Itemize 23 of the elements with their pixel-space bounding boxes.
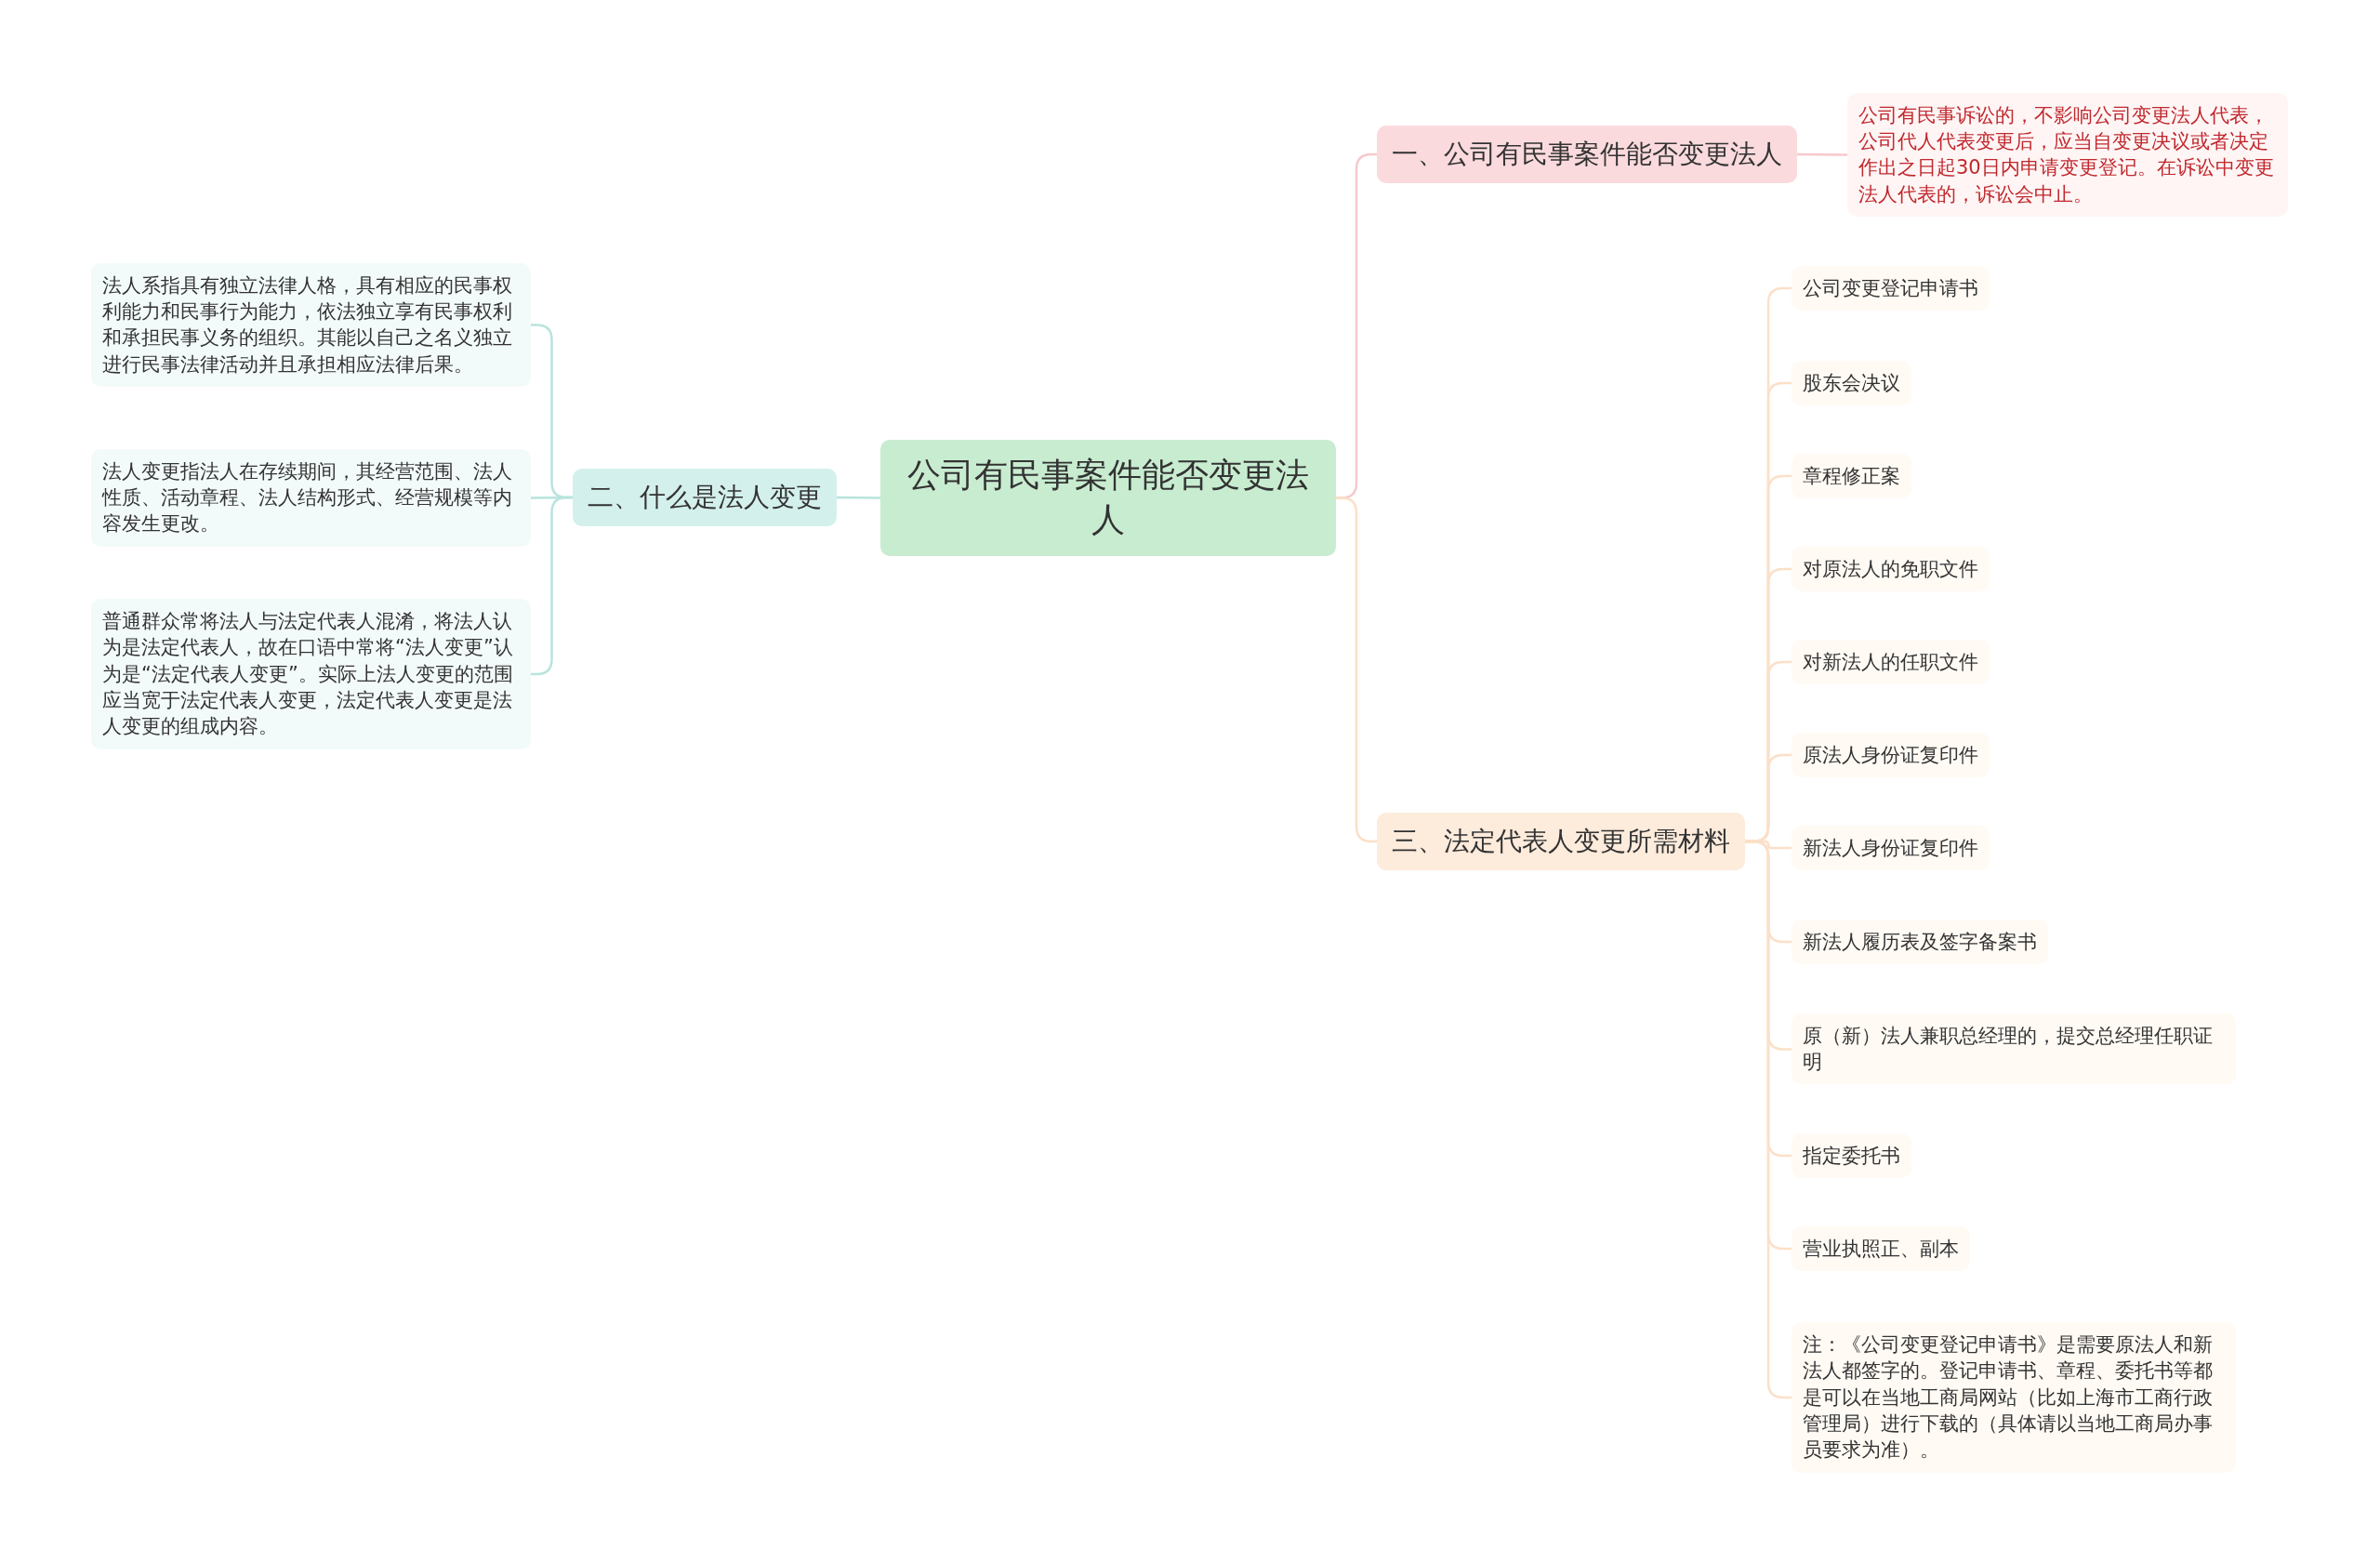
note-box: 法人变更指法人在存续期间，其经营范围、法人性质、活动章程、法人结构形式、经营规模等内容发生更改。 (91, 448, 531, 547)
item-box: 股东会决议 (1792, 361, 1911, 406)
item-box: 原法人身份证复印件 (1792, 733, 1990, 778)
item-box: 章程修正案 (1792, 454, 1911, 499)
item-box: 公司变更登记申请书 (1792, 266, 1990, 311)
item-box: 注：《公司变更登记申请书》是需要原法人和新法人都签字的。登记申请书、章程、委托书等都是可以在当地工商局网站（比如上海市工商行政管理局）进行下载的（具体请以当地工商局办事员要求为准）。 (1792, 1322, 2236, 1473)
topic-box: 三、法定代表人变更所需材料 (1377, 813, 1745, 870)
root-topic-box: 公司有民事案件能否变更法人 (880, 439, 1336, 556)
item-box: 对原法人的免职文件 (1792, 547, 1990, 592)
item-box: 营业执照正、副本 (1792, 1226, 1970, 1272)
item-box: 指定委托书 (1792, 1133, 1911, 1179)
connector (837, 496, 880, 499)
note-box: 公司有民事诉讼的，不影响公司变更法人代表，公司代人代表变更后，应当自变更决议或者决定作出之日起30日内申请变更登记。在诉讼中变更法人代表的，诉讼会中止。 (1847, 92, 2288, 217)
note-box: 法人系指具有独立法律人格，具有相应的民事权利能力和民事行为能力，依法独立享有民事权利和承担民事义务的组织。其能以自己之名义独立进行民事法律活动并且承担相应法律后果。 (91, 262, 531, 387)
connector (1797, 152, 1847, 156)
note-box: 普通群众常将法人与法定代表人混淆，将法人认为是法定代表人，故在口语中常将“法人变更”认为是“法定代表人变更”。实际上法人变更的范围应当宽于法定代表人变更，法定代表人变更是法人变更的组成内容。 (91, 599, 531, 749)
topic-box: 二、什么是法人变更 (573, 469, 837, 526)
item-box: 新法人身份证复印件 (1792, 826, 1990, 871)
item-box: 新法人履历表及签字备案书 (1792, 920, 2048, 965)
connector (1336, 497, 1377, 843)
item-box: 对新法人的任职文件 (1792, 640, 1990, 685)
item-box: 原（新）法人兼职总经理的，提交总经理任职证明 (1792, 1013, 2236, 1085)
topic-box: 一、公司有民事案件能否变更法人 (1377, 126, 1797, 183)
